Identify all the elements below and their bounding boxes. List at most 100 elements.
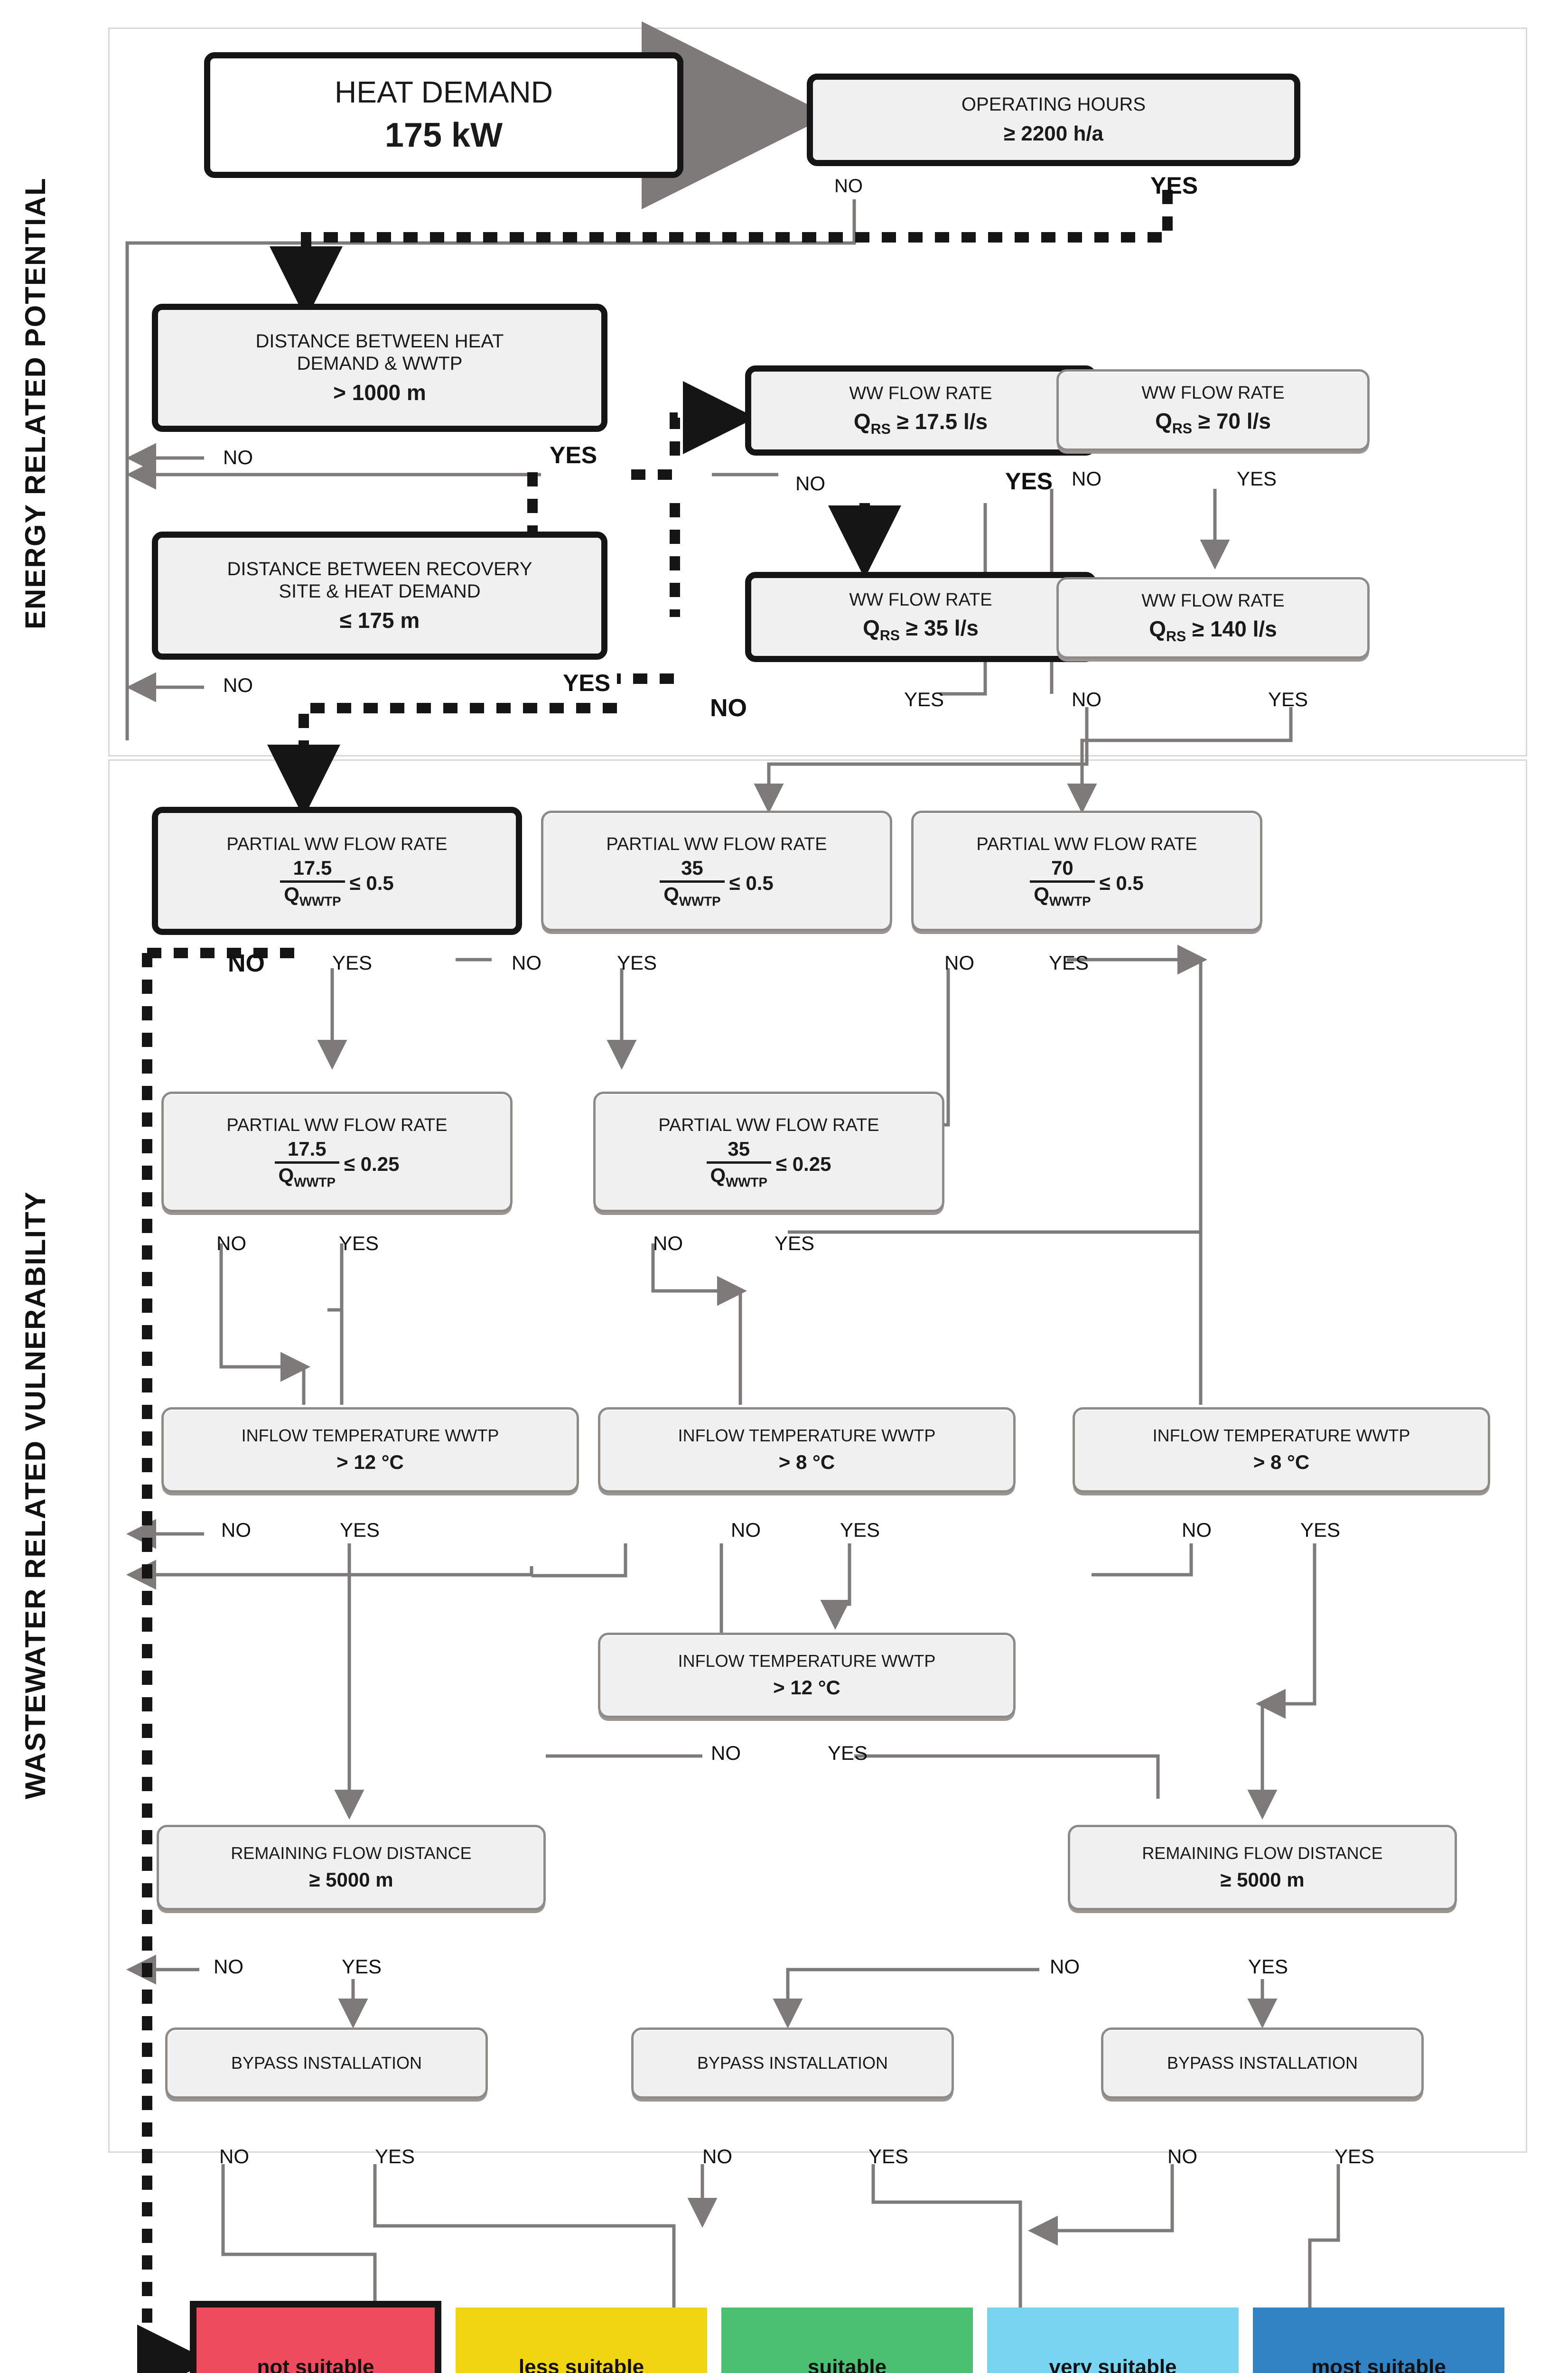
branch-label-no-10: NO: [710, 694, 747, 722]
node-operating-hours[interactable]: OPERATING HOURS ≥ 2200 h/a: [807, 74, 1300, 166]
q-symbol: Q: [853, 409, 871, 434]
node-remaining-distance-a[interactable]: REMAINING FLOW DISTANCE ≥ 5000 m: [157, 1825, 546, 1910]
partial-35-05-title: PARTIAL WW FLOW RATE: [606, 834, 827, 854]
branch-label-yes-23: YES: [775, 1232, 815, 1254]
inflow-temp-12-a-line2: > 12 °C: [336, 1451, 404, 1474]
branch-label-no-32: NO: [214, 1955, 243, 1978]
branch-label-no-30: NO: [711, 1742, 741, 1764]
branch-label-yes-3: YES: [550, 442, 597, 468]
fraction-denominator: QWWTP: [710, 1164, 767, 1189]
heat-demand-line2: 175 kW: [384, 116, 503, 154]
node-ww-flow-140[interactable]: WW FLOW RATE QRS ≥ 140 l/s: [1056, 577, 1370, 659]
node-heat-demand[interactable]: HEAT DEMAND 175 kW: [204, 52, 683, 178]
q-subscript: RS: [879, 628, 900, 644]
q-value: ≥ 70 l/s: [1192, 409, 1271, 434]
inflow-temp-12-b-line2: > 12 °C: [773, 1676, 840, 1699]
node-partial-70-05[interactable]: PARTIAL WW FLOW RATE 70 QWWTP ≤ 0.5: [911, 811, 1262, 931]
bypass-c-line1: BYPASS INSTALLATION: [1167, 2053, 1358, 2073]
node-inflow-temp-8-b[interactable]: INFLOW TEMPERATURE WWTP > 8 °C: [1073, 1407, 1490, 1493]
branch-label-yes-25: YES: [340, 1519, 380, 1541]
node-inflow-temp-8-a[interactable]: INFLOW TEMPERATURE WWTP > 8 °C: [598, 1407, 1016, 1493]
q-symbol: Q: [1149, 617, 1167, 642]
remaining-distance-b-line2: ≥ 5000 m: [1220, 1869, 1305, 1891]
branch-label-yes-39: YES: [868, 2145, 909, 2167]
node-bypass-c[interactable]: BYPASS INSTALLATION: [1101, 2027, 1424, 2099]
q-value: ≥ 140 l/s: [1186, 617, 1277, 642]
branch-label-no-2: NO: [223, 446, 253, 468]
q-symbol: Q: [863, 616, 880, 641]
result-very-suitable[interactable]: very suitable: [987, 2308, 1239, 2373]
bypass-a-line1: BYPASS INSTALLATION: [231, 2053, 422, 2073]
inflow-temp-8-a-line1: INFLOW TEMPERATURE WWTP: [678, 1425, 936, 1445]
branch-label-yes-7: YES: [1237, 467, 1277, 490]
partial-17-5-05-title: PARTIAL WW FLOW RATE: [226, 834, 448, 854]
inflow-temp-8-b-line2: > 8 °C: [1253, 1451, 1310, 1474]
fraction-denominator: QWWTP: [278, 1164, 336, 1189]
branch-label-no-8: NO: [223, 674, 253, 696]
dist-demand-wwtp-line1: DISTANCE BETWEEN HEAT: [255, 330, 504, 352]
remaining-distance-a-line1: REMAINING FLOW DISTANCE: [231, 1843, 472, 1863]
partial-17-5-025-title: PARTIAL WW FLOW RATE: [226, 1115, 448, 1135]
ww-flow-17-5-line2: QRS ≥ 17.5 l/s: [854, 409, 988, 438]
dist-demand-wwtp-line2: DEMAND & WWTP: [297, 353, 463, 374]
branch-label-yes-15: YES: [332, 952, 373, 974]
fraction-bar: [280, 880, 345, 883]
branch-label-yes-5: YES: [1005, 468, 1053, 495]
fraction-comparator: ≤ 0.5: [1099, 871, 1144, 894]
node-bypass-a[interactable]: BYPASS INSTALLATION: [165, 2027, 488, 2099]
branch-label-yes-29: YES: [1300, 1519, 1341, 1541]
node-ww-flow-70[interactable]: WW FLOW RATE QRS ≥ 70 l/s: [1056, 369, 1370, 451]
node-partial-17-5-05[interactable]: PARTIAL WW FLOW RATE 17.5 QWWTP ≤ 0.5: [152, 807, 522, 935]
node-inflow-temp-12-a[interactable]: INFLOW TEMPERATURE WWTP > 12 °C: [161, 1407, 579, 1493]
inflow-temp-12-a-line1: INFLOW TEMPERATURE WWTP: [241, 1425, 499, 1445]
dist-demand-wwtp-line3: > 1000 m: [333, 380, 426, 405]
node-partial-35-05[interactable]: PARTIAL WW FLOW RATE 35 QWWTP ≤ 0.5: [541, 811, 892, 931]
fraction-denominator: QWWTP: [1034, 883, 1091, 908]
node-bypass-b[interactable]: BYPASS INSTALLATION: [631, 2027, 954, 2099]
node-inflow-temp-12-b[interactable]: INFLOW TEMPERATURE WWTP > 12 °C: [598, 1633, 1016, 1718]
q-subscript: RS: [870, 421, 891, 438]
node-ww-flow-17-5[interactable]: WW FLOW RATE QRS ≥ 17.5 l/s: [745, 365, 1096, 456]
dist-recovery-line1: DISTANCE BETWEEN RECOVERY: [227, 558, 532, 579]
inflow-temp-12-b-line1: INFLOW TEMPERATURE WWTP: [678, 1651, 936, 1671]
branch-label-no-24: NO: [221, 1519, 251, 1541]
fraction-bar: [274, 1161, 339, 1164]
node-distance-recovery-demand[interactable]: DISTANCE BETWEEN RECOVERY SITE & HEAT DE…: [152, 532, 607, 660]
branch-label-no-40: NO: [1167, 2145, 1197, 2167]
branch-label-yes-9: YES: [563, 670, 611, 696]
partial-35-025-title: PARTIAL WW FLOW RATE: [658, 1115, 879, 1135]
result-most-suitable[interactable]: most suitable: [1253, 2308, 1504, 2373]
ww-flow-35-line1: WW FLOW RATE: [849, 589, 992, 610]
node-ww-flow-35[interactable]: WW FLOW RATE QRS ≥ 35 l/s: [745, 572, 1096, 662]
branch-label-no-12: NO: [1072, 688, 1101, 710]
q-value: ≥ 17.5 l/s: [890, 409, 988, 434]
partial-70-05-title: PARTIAL WW FLOW RATE: [976, 834, 1197, 854]
q-subscript: RS: [1172, 421, 1193, 437]
branch-label-no-20: NO: [216, 1232, 246, 1254]
node-distance-demand-wwtp[interactable]: DISTANCE BETWEEN HEAT DEMAND & WWTP > 10…: [152, 304, 607, 432]
dist-recovery-line2: SITE & HEAT DEMAND: [279, 580, 481, 602]
branch-label-no-34: NO: [1050, 1955, 1080, 1978]
node-partial-17-5-025[interactable]: PARTIAL WW FLOW RATE 17.5 QWWTP ≤ 0.25: [161, 1092, 513, 1212]
inflow-temp-8-b-line1: INFLOW TEMPERATURE WWTP: [1152, 1425, 1410, 1445]
remaining-distance-b-line1: REMAINING FLOW DISTANCE: [1142, 1843, 1383, 1863]
result-not-suitable[interactable]: not suitable: [190, 2301, 441, 2373]
branch-label-yes-27: YES: [840, 1519, 880, 1541]
partial-35-025-fraction: 35 QWWTP ≤ 0.25: [706, 1139, 831, 1189]
node-partial-35-025[interactable]: PARTIAL WW FLOW RATE 35 QWWTP ≤ 0.25: [593, 1092, 944, 1212]
fraction-bar: [660, 880, 725, 883]
branch-label-no-6: NO: [1072, 467, 1101, 490]
q-value: ≥ 35 l/s: [900, 616, 979, 641]
result-less-suitable[interactable]: less suitable: [456, 2308, 707, 2373]
fraction-denominator: QWWTP: [284, 883, 341, 908]
result-suitable[interactable]: suitable: [721, 2308, 973, 2373]
ww-flow-17-5-line1: WW FLOW RATE: [849, 383, 992, 403]
branch-label-yes-21: YES: [339, 1232, 379, 1254]
branch-label-yes-13: YES: [1268, 688, 1308, 710]
section-label-wastewater: WASTEWATER RELATED VULNERABILITY: [19, 1191, 51, 1799]
inflow-temp-8-a-line2: > 8 °C: [778, 1451, 835, 1474]
fraction-denominator: QWWTP: [663, 883, 721, 908]
node-remaining-distance-b[interactable]: REMAINING FLOW DISTANCE ≥ 5000 m: [1068, 1825, 1457, 1910]
branch-label-no-22: NO: [653, 1232, 683, 1254]
